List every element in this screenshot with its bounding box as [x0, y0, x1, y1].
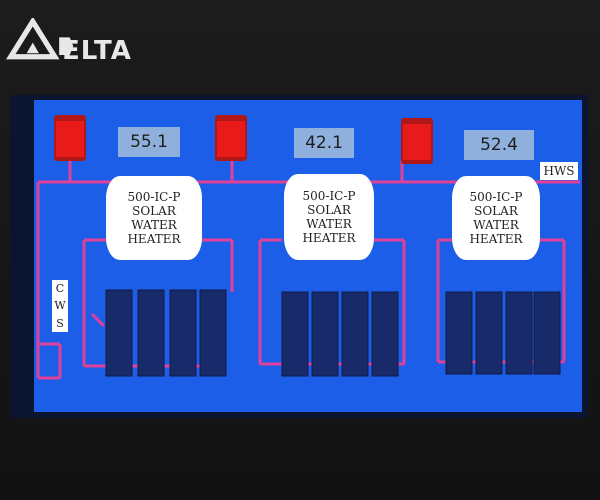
solar-panel-3-2 — [475, 291, 503, 375]
delta-logo-icon — [5, 18, 74, 60]
brand-name: ELTA — [62, 36, 132, 66]
solar-panel-2-2 — [311, 291, 339, 377]
water-heater-tank-3: 500-IC-P SOLAR WATER HEATER — [452, 176, 540, 260]
solar-panel-3-1 — [445, 291, 473, 375]
solar-panel-2-3 — [341, 291, 369, 377]
solar-panel-1-1 — [105, 289, 133, 377]
indicator-lamp-3 — [401, 118, 433, 164]
indicator-lamp-1 — [54, 115, 86, 161]
cws-label: C W S — [52, 280, 68, 332]
solar-panel-3-3 — [505, 291, 533, 375]
temperature-display-2: 42.1 — [294, 128, 354, 158]
solar-panel-1-2 — [137, 289, 165, 377]
solar-panel-2-4 — [371, 291, 399, 377]
solar-panel-1-3 — [169, 289, 197, 377]
solar-panel-2-1 — [281, 291, 309, 377]
indicator-lamp-2 — [215, 115, 247, 161]
temperature-display-1: 55.1 — [118, 127, 180, 157]
solar-panel-3-4 — [533, 291, 561, 375]
hmi-screen: 55.1 42.1 52.4 HWS C W S 500-IC-P SOLAR … — [34, 100, 582, 412]
solar-panel-1-4 — [199, 289, 227, 377]
hws-label: HWS — [540, 162, 578, 180]
water-heater-tank-2: 500-IC-P SOLAR WATER HEATER — [284, 174, 374, 260]
water-heater-tank-1: 500-IC-P SOLAR WATER HEATER — [106, 176, 202, 260]
temperature-display-3: 52.4 — [464, 130, 534, 160]
